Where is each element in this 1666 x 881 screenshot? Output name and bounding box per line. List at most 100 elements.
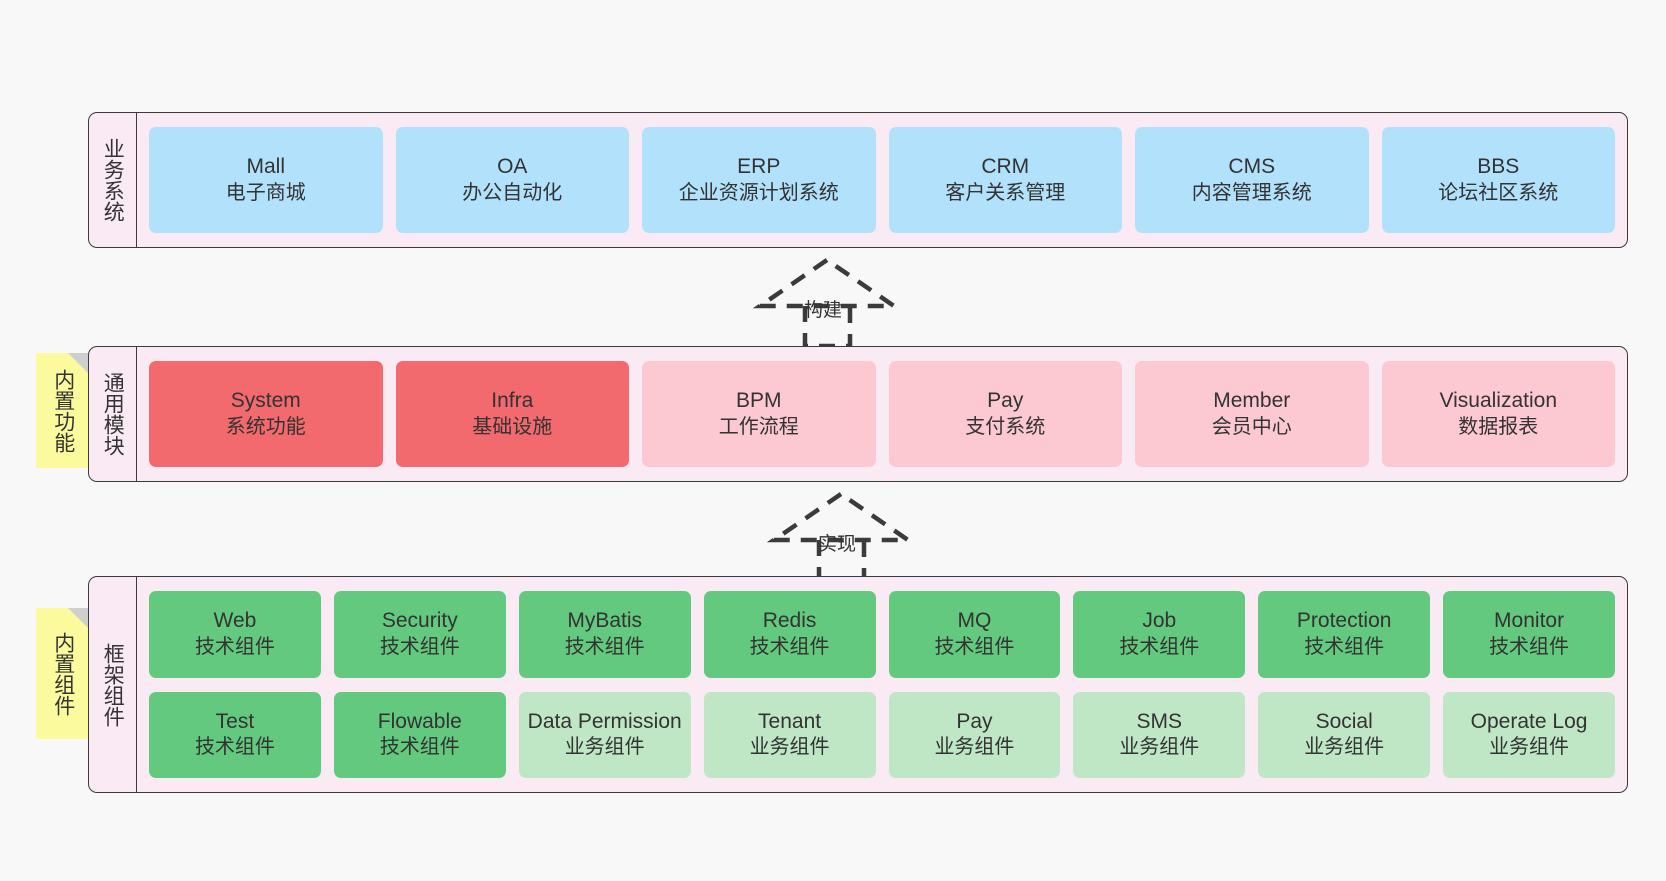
node-tenant[interactable]: Tenant 业务组件 (703, 691, 876, 778)
node-pay-component[interactable]: Pay 业务组件 (888, 691, 1061, 778)
node-data-permission[interactable]: Data Permission 业务组件 (518, 691, 691, 778)
node-subtitle: 业务组件 (1304, 736, 1385, 759)
node-mybatis[interactable]: MyBatis 技术组件 (518, 591, 691, 678)
node-subtitle: 技术组件 (1304, 635, 1385, 658)
layer-framework-component: 框架组件 Web 技术组件 Security 技术组件 MyBatis 技术组件… (88, 576, 1628, 793)
node-subtitle: 论坛社区系统 (1438, 181, 1559, 204)
node-subtitle: 会员中心 (1211, 415, 1292, 438)
node-subtitle: 企业资源计划系统 (678, 181, 839, 204)
node-title: MQ (957, 609, 992, 633)
node-subtitle: 技术组件 (749, 635, 830, 658)
node-mall[interactable]: Mall 电子商城 (149, 127, 383, 233)
node-web[interactable]: Web 技术组件 (149, 591, 321, 678)
node-bbs[interactable]: BBS 论坛社区系统 (1381, 127, 1615, 233)
node-protection[interactable]: Protection 技术组件 (1258, 591, 1431, 678)
node-job[interactable]: Job 技术组件 (1073, 591, 1246, 678)
node-security[interactable]: Security 技术组件 (333, 591, 506, 678)
layer-row: Mall 电子商城 OA 办公自动化 ERP 企业资源计划系统 CRM 客户关系… (149, 127, 1615, 233)
sticky-note-builtin-function: 内置功能 (36, 353, 90, 468)
node-title: OA (497, 154, 528, 178)
node-title: BPM (735, 388, 782, 412)
node-subtitle: 业务组件 (1119, 736, 1200, 759)
node-subtitle: 技术组件 (1489, 635, 1570, 658)
node-title: Pay (956, 709, 993, 733)
node-monitor[interactable]: Monitor 技术组件 (1443, 591, 1615, 678)
sticky-note-builtin-component: 内置组件 (36, 608, 90, 739)
connector-implement: 实现 (766, 491, 926, 583)
node-title: CRM (981, 154, 1030, 178)
connector-label-implement: 实现 (818, 534, 857, 555)
node-bpm[interactable]: BPM 工作流程 (642, 361, 876, 467)
node-oa[interactable]: OA 办公自动化 (395, 127, 629, 233)
node-subtitle: 技术组件 (194, 635, 275, 658)
layer-title-business-system: 业务系统 (89, 113, 137, 247)
node-infra[interactable]: Infra 基础设施 (395, 361, 629, 467)
layer-row: Web 技术组件 Security 技术组件 MyBatis 技术组件 Redi… (149, 591, 1615, 678)
node-title: Tenant (758, 709, 822, 733)
node-mq[interactable]: MQ 技术组件 (888, 591, 1061, 678)
node-subtitle: 电子商城 (225, 181, 306, 204)
node-title: Pay (987, 388, 1024, 412)
node-title: SMS (1136, 709, 1183, 733)
layer-title-framework-component: 框架组件 (89, 577, 137, 792)
node-erp[interactable]: ERP 企业资源计划系统 (642, 127, 876, 233)
node-subtitle: 技术组件 (194, 736, 275, 759)
node-title: MyBatis (567, 609, 643, 633)
layer-business-system: 业务系统 Mall 电子商城 OA 办公自动化 ERP 企业资源计划系统 CRM… (88, 112, 1628, 248)
node-title: Protection (1296, 609, 1392, 633)
layer-body-framework-component: Web 技术组件 Security 技术组件 MyBatis 技术组件 Redi… (137, 577, 1627, 792)
node-sms[interactable]: SMS 业务组件 (1073, 691, 1246, 778)
layer-common-module: 通用模块 System 系统功能 Infra 基础设施 BPM 工作流程 Pay… (88, 346, 1628, 482)
node-title: ERP (737, 154, 781, 178)
node-title: Visualization (1439, 388, 1558, 412)
node-flowable[interactable]: Flowable 技术组件 (333, 691, 506, 778)
node-title: Security (381, 609, 458, 633)
node-subtitle: 内容管理系统 (1191, 181, 1312, 204)
node-title: Data Permission (527, 709, 682, 733)
fold-corner-icon (68, 353, 90, 375)
node-title: Job (1142, 609, 1177, 633)
node-subtitle: 技术组件 (1119, 635, 1200, 658)
node-subtitle: 技术组件 (379, 635, 460, 658)
node-subtitle: 工作流程 (718, 415, 799, 438)
node-title: System (230, 388, 301, 412)
arrowhead-triangle (766, 491, 916, 543)
layer-body-common-module: System 系统功能 Infra 基础设施 BPM 工作流程 Pay 支付系统… (137, 347, 1627, 481)
node-title: Mall (246, 154, 285, 178)
node-subtitle: 业务组件 (749, 736, 830, 759)
node-redis[interactable]: Redis 技术组件 (703, 591, 876, 678)
node-social[interactable]: Social 业务组件 (1258, 691, 1431, 778)
node-crm[interactable]: CRM 客户关系管理 (888, 127, 1122, 233)
node-title: Member (1213, 388, 1291, 412)
layer-row: System 系统功能 Infra 基础设施 BPM 工作流程 Pay 支付系统… (149, 361, 1615, 467)
node-operate-log[interactable]: Operate Log 业务组件 (1443, 691, 1615, 778)
node-test[interactable]: Test 技术组件 (149, 691, 321, 778)
layer-title-common-module: 通用模块 (89, 347, 137, 481)
node-subtitle: 基础设施 (472, 415, 553, 438)
node-subtitle: 业务组件 (1489, 736, 1570, 759)
node-subtitle: 办公自动化 (462, 181, 563, 204)
node-pay[interactable]: Pay 支付系统 (888, 361, 1122, 467)
node-member[interactable]: Member 会员中心 (1135, 361, 1369, 467)
node-title: CMS (1228, 154, 1276, 178)
node-title: Monitor (1494, 609, 1565, 633)
node-title: Infra (491, 388, 534, 412)
node-subtitle: 客户关系管理 (945, 181, 1066, 204)
layer-row: Test 技术组件 Flowable 技术组件 Data Permission … (149, 691, 1615, 778)
node-visualization[interactable]: Visualization 数据报表 (1381, 361, 1615, 467)
fold-corner-icon (68, 608, 90, 630)
node-subtitle: 技术组件 (379, 736, 460, 759)
node-title: Test (215, 709, 255, 733)
node-subtitle: 数据报表 (1458, 415, 1539, 438)
node-title: Web (213, 609, 257, 633)
node-title: BBS (1477, 154, 1520, 178)
node-subtitle: 业务组件 (934, 736, 1015, 759)
connector-build: 构建 (752, 257, 912, 349)
node-system[interactable]: System 系统功能 (149, 361, 383, 467)
node-title: Redis (762, 609, 817, 633)
node-cms[interactable]: CMS 内容管理系统 (1135, 127, 1369, 233)
connector-label-build: 构建 (804, 300, 843, 321)
sticky-note-label: 内置功能 (51, 368, 75, 453)
node-subtitle: 技术组件 (564, 635, 645, 658)
